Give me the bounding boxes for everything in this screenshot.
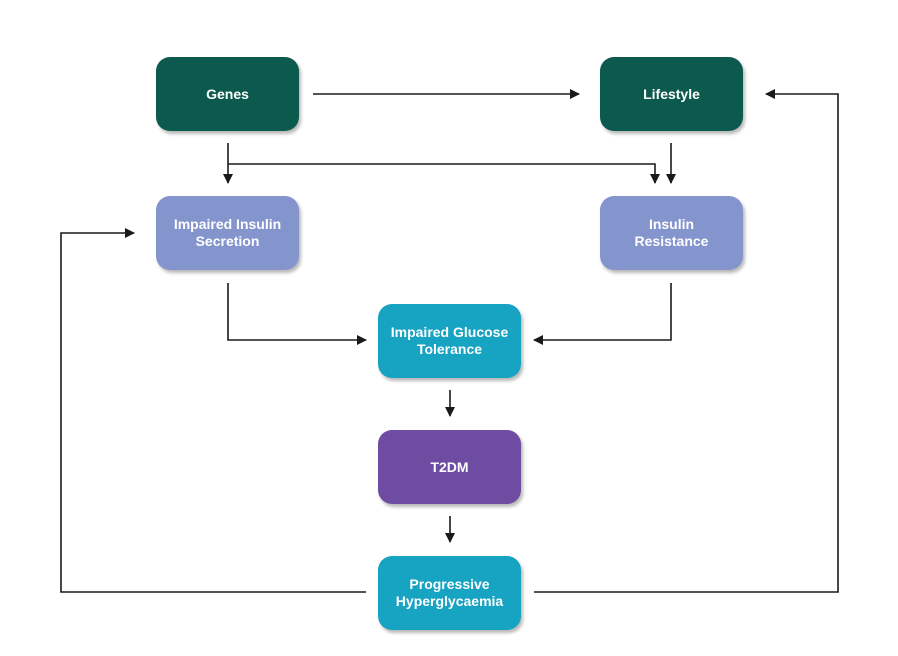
impaired-glucose-tolerance-node: Impaired Glucose Tolerance xyxy=(378,304,521,378)
arrow-feedback-to-lifestyle xyxy=(534,89,839,593)
lifestyle-node: Lifestyle xyxy=(600,57,743,131)
t2dm-label: T2DM xyxy=(430,458,469,475)
insulin-resistance-node: Insulin Resistance xyxy=(600,196,743,270)
impaired-insulin-secretion-label-line-1: Impaired Insulin xyxy=(173,216,282,232)
impaired-glucose-tolerance-label-line-1: Impaired Glucose xyxy=(390,324,509,340)
arrow-feedback-to-impaired-insulin-secretion xyxy=(60,228,366,593)
arrow-genes-to-insulin-resistance xyxy=(228,163,660,184)
insulin-resistance-label-line-2: Resistance xyxy=(634,233,709,249)
impaired-insulin-secretion-node: Impaired Insulin Secretion xyxy=(156,196,299,270)
arrow-impaired-insulin-secretion-to-impaired-glucose-tolerance xyxy=(227,283,367,345)
lifestyle-label: Lifestyle xyxy=(643,85,700,102)
progressive-hyperglycaemia-node: Progressive Hyperglycaemia xyxy=(378,556,521,630)
t2dm-node: T2DM xyxy=(378,430,521,504)
insulin-resistance-label-line-1: Insulin xyxy=(648,216,695,232)
progressive-hyperglycaemia-label-line-1: Progressive xyxy=(409,576,490,592)
progressive-hyperglycaemia-label-line-2: Hyperglycaemia xyxy=(395,593,504,609)
impaired-insulin-secretion-label-line-2: Secretion xyxy=(195,233,260,249)
arrow-insulin-resistance-to-impaired-glucose-tolerance xyxy=(533,283,672,345)
genes-label: Genes xyxy=(206,85,249,102)
genes-node: Genes xyxy=(156,57,299,131)
impaired-glucose-tolerance-label-line-2: Tolerance xyxy=(416,341,483,357)
